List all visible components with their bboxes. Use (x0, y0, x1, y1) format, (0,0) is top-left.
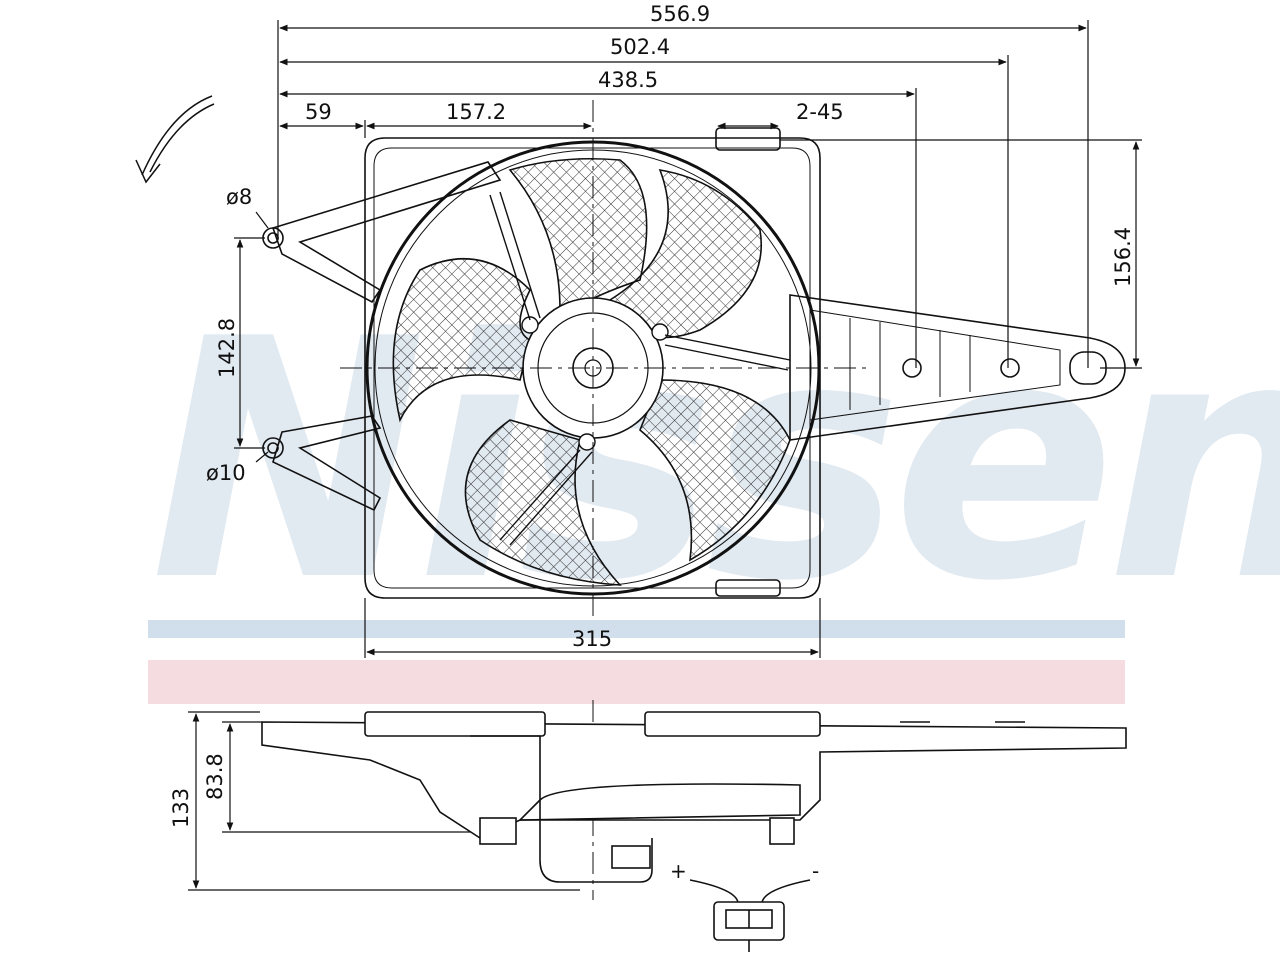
connector-minus-label: - (812, 859, 819, 883)
dim-slot: 2-45 (796, 100, 844, 124)
dimension-labels: 556.9 502.4 438.5 59 157.2 2-45 156.4 14… (169, 2, 1135, 828)
dim-offset-157: 157.2 (446, 100, 506, 124)
dim-span-438: 438.5 (598, 68, 658, 92)
dim-depth-133: 133 (169, 788, 193, 828)
dim-frame-width: 315 (572, 627, 612, 651)
fan-blade (464, 419, 622, 586)
dim-depth-83: 83.8 (203, 753, 227, 800)
watermark: Nissens (148, 269, 1280, 704)
center-lines (340, 100, 870, 900)
dim-left-height: 142.8 (215, 318, 239, 378)
electrical-connector (689, 879, 811, 952)
dim-hole-d8: ø8 (226, 185, 252, 209)
connector-plus-label: + (670, 859, 687, 883)
shroud-frame (364, 137, 821, 599)
dim-hole-d10: ø10 (206, 461, 246, 485)
rotation-arrow-icon (135, 95, 215, 184)
dim-right-height: 156.4 (1111, 227, 1135, 287)
watermark-band-pink (148, 660, 1125, 704)
fan-blade (639, 379, 791, 562)
fan-blade (508, 157, 648, 312)
left-upper-arm (271, 161, 502, 304)
dim-mount-span: 502.4 (610, 35, 670, 59)
dim-offset-59: 59 (305, 100, 332, 124)
fan-blade (608, 168, 762, 339)
dimension-lines (188, 20, 1142, 891)
watermark-band-blue (148, 620, 1125, 638)
dim-overall-width: 556.9 (650, 2, 710, 26)
fan-side-view (261, 711, 1127, 883)
fan-blade (392, 258, 531, 423)
